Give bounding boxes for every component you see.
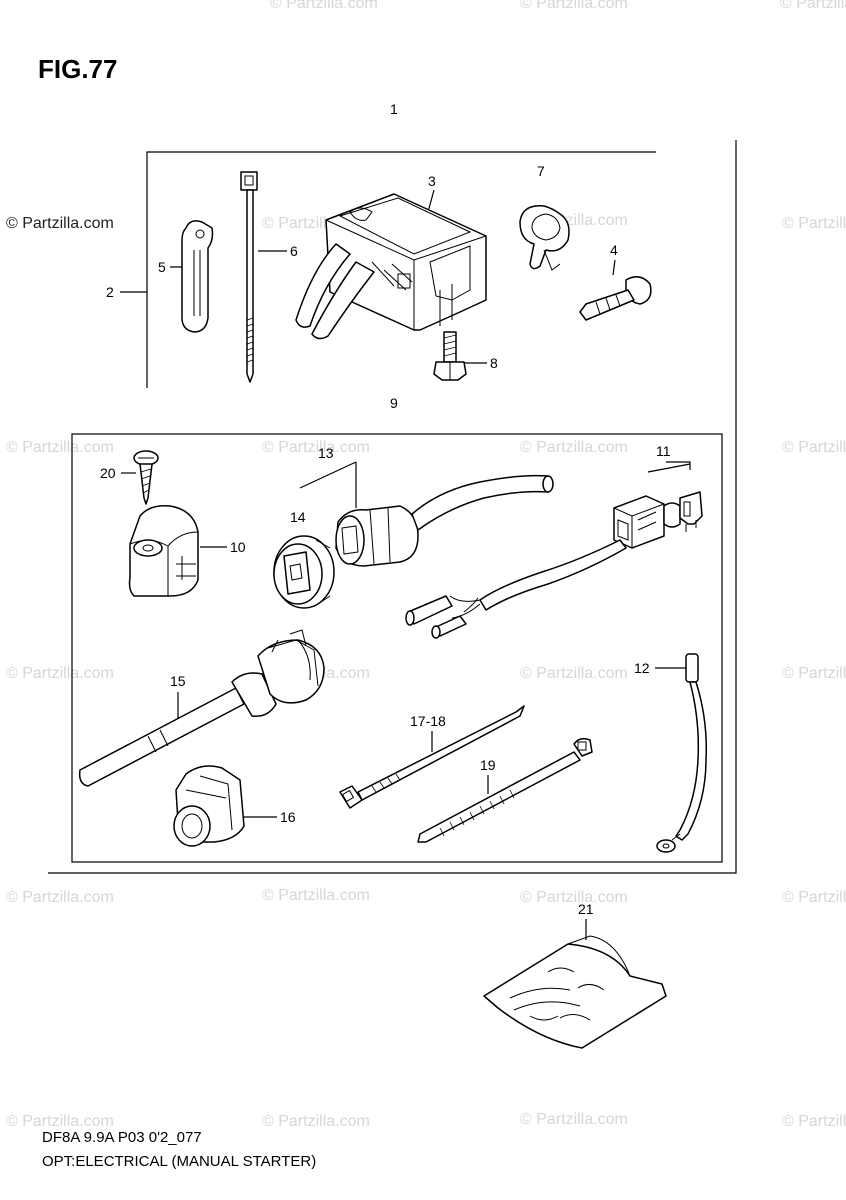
part-3-rectifier[interactable] xyxy=(295,193,487,340)
callouts: 1 2 3 4 5 6 7 8 9 10 11 12 13 14 15 16 1… xyxy=(100,101,691,940)
watermark: © Partzilla.com xyxy=(782,439,846,456)
part-19-cable-tie[interactable] xyxy=(417,737,593,843)
frames xyxy=(48,140,737,874)
part-16-cap[interactable] xyxy=(173,765,245,847)
watermark: © Partzilla.com xyxy=(782,665,846,682)
callout-21[interactable]: 21 xyxy=(578,901,594,917)
part-4-grommet[interactable] xyxy=(579,276,652,321)
leader-4 xyxy=(612,259,616,276)
kit-frame-outer xyxy=(48,140,737,874)
part-11-harness[interactable] xyxy=(405,495,681,639)
part-13-cable-connector[interactable] xyxy=(335,474,554,567)
watermark: © Partzilla.com xyxy=(262,439,370,456)
leader-13 xyxy=(299,461,357,489)
callout-13[interactable]: 13 xyxy=(318,445,334,461)
callout-10[interactable]: 10 xyxy=(230,539,246,555)
watermark: © Partzilla.com xyxy=(6,665,114,682)
part-10-holder[interactable] xyxy=(128,504,199,597)
watermark: © Partzilla.com xyxy=(782,215,846,232)
part-5-clamp[interactable] xyxy=(181,220,214,333)
callout-1[interactable]: 1 xyxy=(390,101,398,117)
callout-4[interactable]: 4 xyxy=(610,242,618,258)
callout-16[interactable]: 16 xyxy=(280,809,296,825)
callout-17-18[interactable]: 17-18 xyxy=(410,713,446,729)
figure-title: FIG.77 xyxy=(38,54,117,84)
part-7-wire-clip[interactable] xyxy=(519,205,570,271)
part-17-18-cable-tie[interactable] xyxy=(339,705,525,809)
callout-15[interactable]: 15 xyxy=(170,673,186,689)
leader-11b xyxy=(647,463,691,473)
watermark: © Partzilla.com xyxy=(6,1113,114,1130)
watermark: © Partzilla.com xyxy=(780,0,846,12)
kit-frame-lower xyxy=(71,433,723,863)
callout-19[interactable]: 19 xyxy=(480,757,496,773)
leader-3 xyxy=(427,189,435,213)
bolt-icon[interactable] xyxy=(433,331,467,381)
watermark: © Partzilla.com xyxy=(6,215,114,232)
part-6-cable-tie[interactable] xyxy=(240,171,258,383)
watermark: © Partzilla.com xyxy=(520,889,628,906)
watermark: © Partzilla.com xyxy=(270,0,378,12)
watermark: © Partzilla.com xyxy=(6,889,114,906)
figure-caption: OPT:ELECTRICAL (MANUAL STARTER) xyxy=(42,1153,316,1170)
callout-2[interactable]: 2 xyxy=(106,284,114,300)
watermark: © Partzilla.com xyxy=(520,439,628,456)
watermark: © Partzilla.com xyxy=(520,1111,628,1128)
watermark: © Partzilla.com xyxy=(6,439,114,456)
callout-11[interactable]: 11 xyxy=(656,443,671,459)
figure-code: DF8A 9.9A P03 0'2_077 xyxy=(42,1129,202,1146)
watermark: © Partzilla.com xyxy=(520,0,628,12)
callout-6[interactable]: 6 xyxy=(290,243,298,259)
callout-5[interactable]: 5 xyxy=(158,259,166,275)
part-21-parts-bag[interactable] xyxy=(483,935,667,1049)
kit-frame-upper xyxy=(146,151,656,388)
callout-8[interactable]: 8 xyxy=(490,355,498,371)
watermarks: © Partzilla.com © Partzilla.com © Partzi… xyxy=(6,0,846,1130)
callout-14[interactable]: 14 xyxy=(290,509,306,525)
fuse-icon[interactable] xyxy=(679,491,703,532)
watermark: © Partzilla.com xyxy=(262,1113,370,1130)
callout-9[interactable]: 9 xyxy=(390,395,398,411)
callout-20[interactable]: 20 xyxy=(100,465,116,481)
watermark: © Partzilla.com xyxy=(262,887,370,904)
leader-11 xyxy=(666,461,691,470)
callout-7[interactable]: 7 xyxy=(537,163,545,179)
part-15-cable[interactable] xyxy=(78,629,325,787)
watermark: © Partzilla.com xyxy=(520,665,628,682)
part-14-connector[interactable] xyxy=(273,535,335,609)
callout-3[interactable]: 3 xyxy=(428,173,436,189)
watermark: © Partzilla.com xyxy=(782,889,846,906)
callout-12[interactable]: 12 xyxy=(634,660,650,676)
watermark: © Partzilla.com xyxy=(782,1113,846,1130)
part-20-screw[interactable] xyxy=(133,450,159,505)
part-12-sensor-lead[interactable] xyxy=(656,653,708,853)
